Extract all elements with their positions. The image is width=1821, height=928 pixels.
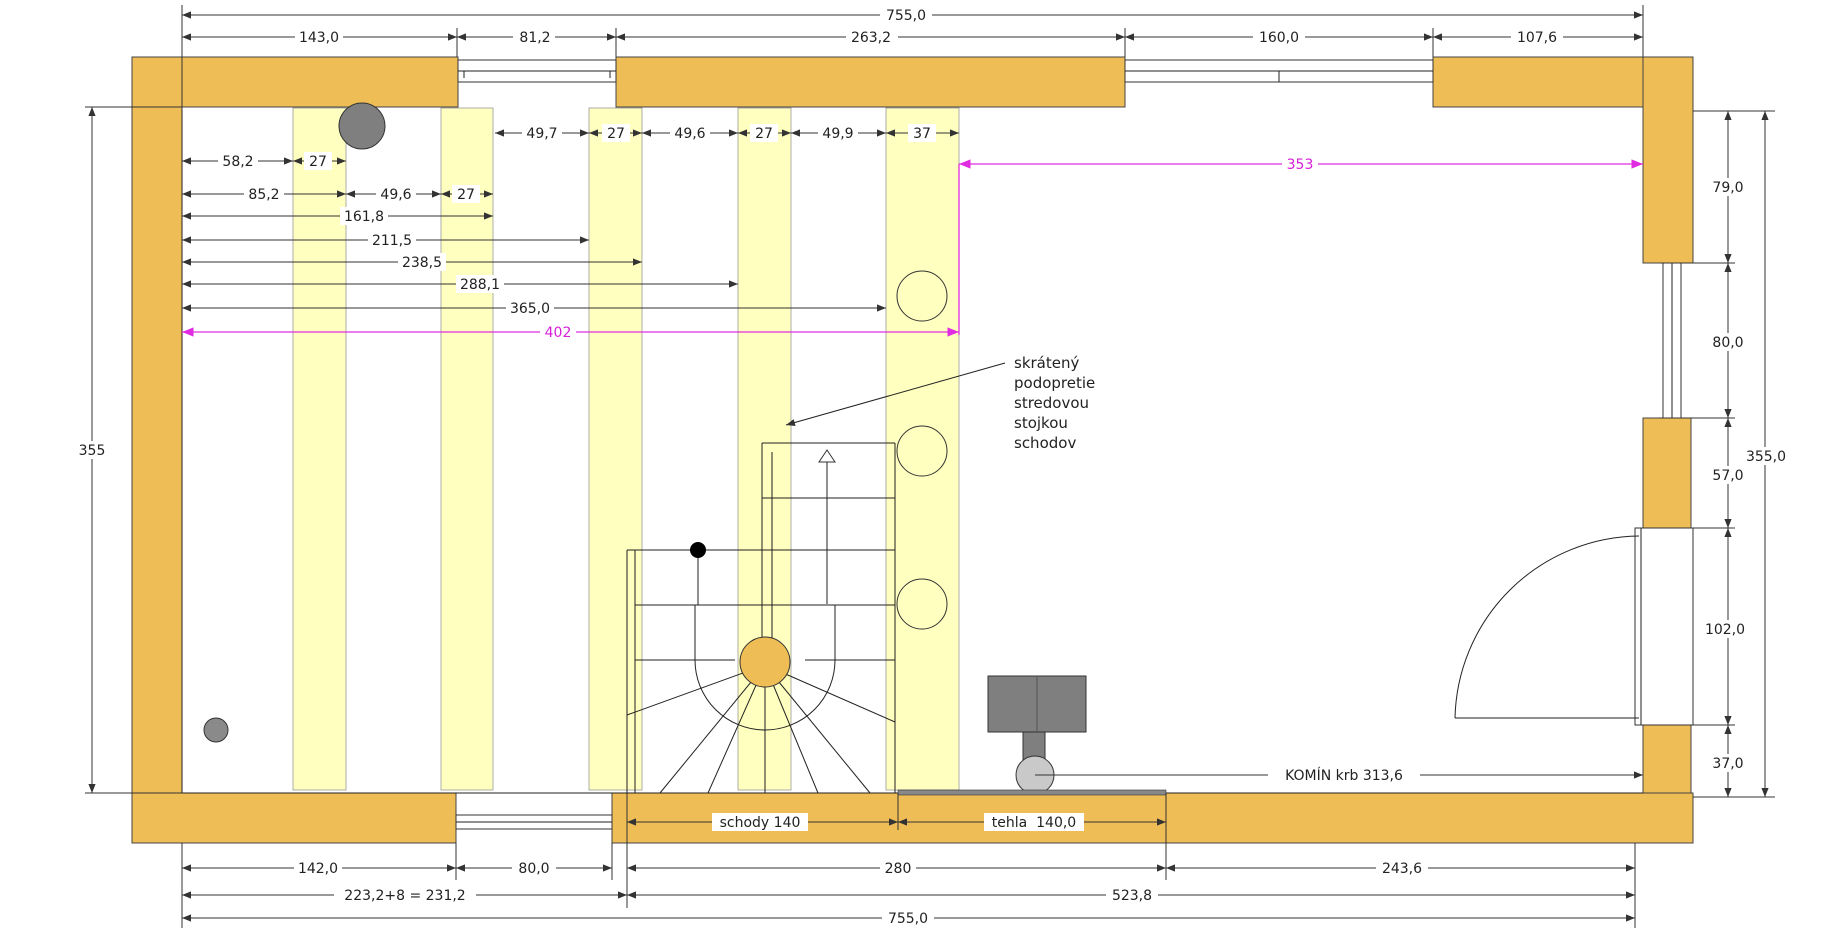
komin-dimension: KOMÍN krb 313,6 bbox=[1035, 766, 1643, 784]
dim-beam-3: 49,6 bbox=[674, 126, 705, 142]
wall-bottom-1 bbox=[131, 792, 457, 844]
stair-rail-dot bbox=[690, 542, 706, 558]
stair-post bbox=[739, 636, 791, 688]
walls bbox=[131, 56, 1694, 844]
dim-beam-1: 49,7 bbox=[526, 126, 557, 142]
wall-top-2 bbox=[615, 56, 1126, 108]
dim-left-8: 238,5 bbox=[402, 255, 442, 271]
note-line-2: podopretie bbox=[1014, 374, 1095, 392]
dim-beam-2: 27 bbox=[607, 126, 625, 142]
dim-right-height: 355,0 bbox=[1746, 449, 1786, 465]
bottom-dimensions: 142,0 80,0 280 243,6 223,2+8 = 231,2 523… bbox=[181, 843, 1636, 928]
dim-top-4: 160,0 bbox=[1259, 30, 1299, 46]
beam-1 bbox=[292, 107, 347, 791]
dim-right-1: 79,0 bbox=[1712, 180, 1743, 196]
dim-tehla: tehla 140,0 bbox=[992, 815, 1076, 831]
dim-pink-402: 402 bbox=[545, 325, 572, 341]
dim-left-5: 27 bbox=[457, 187, 475, 203]
note-line-1: skrátený bbox=[1014, 354, 1079, 372]
column-top bbox=[338, 102, 386, 150]
beams bbox=[292, 107, 960, 791]
left-stacked-dimensions: 58,2 27 85,2 49,6 27 161,8 211,5 238,5 2… bbox=[182, 152, 886, 317]
dim-top-3: 263,2 bbox=[851, 30, 891, 46]
note-line-4: stojkou bbox=[1014, 414, 1068, 432]
left-height-dimension: 355 bbox=[74, 106, 182, 794]
dim-left-10: 365,0 bbox=[510, 301, 550, 317]
windows bbox=[455, 59, 1682, 830]
dim-bottom-6: 523,8 bbox=[1112, 888, 1152, 904]
beam-2 bbox=[440, 107, 494, 791]
dim-pink-353: 353 bbox=[1287, 157, 1314, 173]
dim-bottom-2: 80,0 bbox=[518, 861, 549, 877]
dim-left-2: 27 bbox=[309, 154, 327, 170]
dim-beam-6: 37 bbox=[913, 126, 931, 142]
dim-bottom-5: 223,2+8 = 231,2 bbox=[344, 888, 465, 904]
dim-top-2: 81,2 bbox=[519, 30, 550, 46]
dim-beam-5: 49,9 bbox=[822, 126, 853, 142]
bottom-inner-dimensions: schody 140 tehla 140,0 bbox=[626, 793, 1167, 908]
beam-3 bbox=[588, 107, 643, 791]
chimney bbox=[897, 675, 1167, 796]
wall-right-2 bbox=[1642, 417, 1692, 529]
dim-top-5: 107,6 bbox=[1517, 30, 1557, 46]
dim-left-6: 161,8 bbox=[344, 209, 384, 225]
dim-left-9: 288,1 bbox=[460, 277, 500, 293]
column-small bbox=[203, 717, 229, 743]
dim-left-3: 85,2 bbox=[248, 187, 279, 203]
wall-top-1 bbox=[131, 56, 459, 108]
staircase bbox=[626, 442, 896, 794]
dim-left-height: 355 bbox=[79, 443, 106, 459]
dim-bottom-1: 142,0 bbox=[298, 861, 338, 877]
right-dimensions: 79,0 80,0 57,0 102,0 37,0 355,0 bbox=[1660, 110, 1791, 798]
dim-left-1: 58,2 bbox=[222, 154, 253, 170]
dim-bottom-total: 755,0 bbox=[888, 911, 928, 927]
post-circle-2 bbox=[896, 425, 948, 477]
note-line-3: stredovou bbox=[1014, 394, 1089, 412]
dim-right-4: 102,0 bbox=[1705, 622, 1745, 638]
entrance-door bbox=[1454, 527, 1694, 726]
wall-right-1 bbox=[1642, 56, 1694, 264]
dim-right-2: 80,0 bbox=[1712, 335, 1743, 351]
note-line-5: schodov bbox=[1014, 434, 1076, 452]
dim-bottom-4: 243,6 bbox=[1382, 861, 1422, 877]
dim-right-3: 57,0 bbox=[1712, 468, 1743, 484]
top-dimensions: 755,0 143,0 81,2 263,2 160,0 107,6 bbox=[181, 5, 1644, 110]
dim-schody: schody 140 bbox=[720, 815, 801, 831]
stair-arrow-icon bbox=[818, 449, 836, 463]
door-leaf bbox=[1634, 527, 1694, 726]
dim-top-total: 755,0 bbox=[886, 8, 926, 24]
pink-dimensions: 402 353 bbox=[182, 155, 1643, 341]
dim-left-4: 49,6 bbox=[380, 187, 411, 203]
post-circle-3 bbox=[896, 578, 948, 630]
dim-left-7: 211,5 bbox=[372, 233, 412, 249]
wall-left bbox=[131, 56, 183, 842]
stair-note: skrátený podopretie stredovou stojkou sc… bbox=[785, 354, 1095, 452]
dim-right-5: 37,0 bbox=[1712, 756, 1743, 772]
beam-dimensions: 49,7 27 49,6 27 49,9 37 bbox=[495, 124, 959, 142]
post-circle-1 bbox=[896, 270, 948, 322]
komin-label: KOMÍN krb 313,6 bbox=[1285, 767, 1403, 784]
dim-bottom-3: 280 bbox=[885, 861, 912, 877]
dim-top-1: 143,0 bbox=[299, 30, 339, 46]
dim-beam-4: 27 bbox=[755, 126, 773, 142]
